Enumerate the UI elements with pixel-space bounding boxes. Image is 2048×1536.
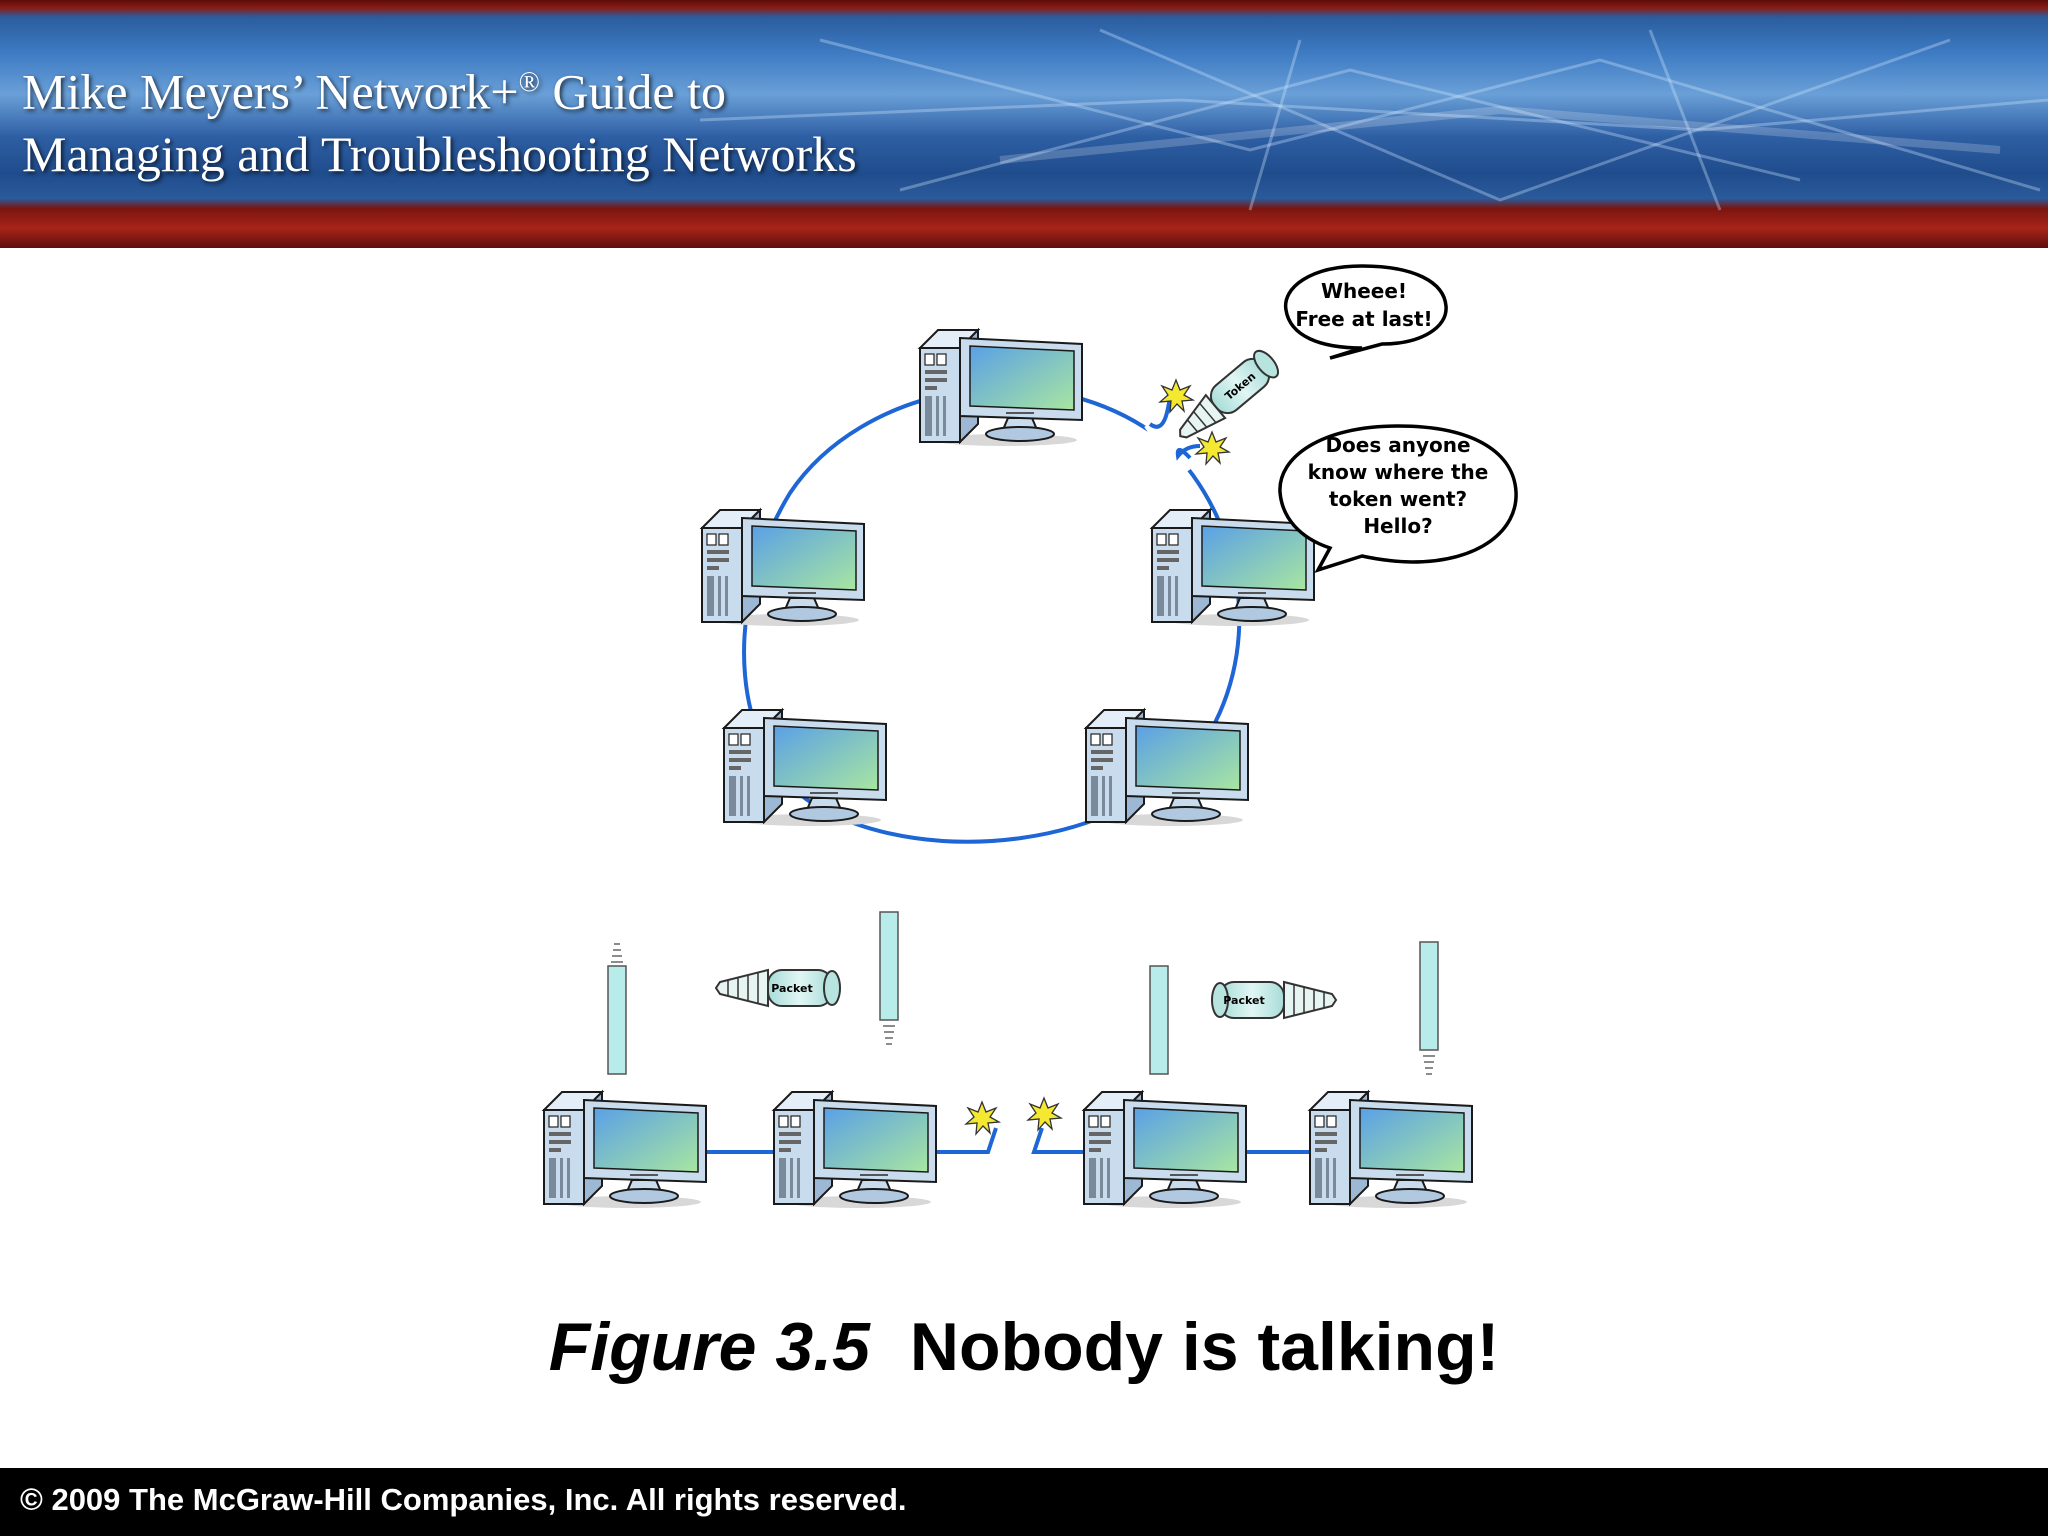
bubble-right-line: Hello? xyxy=(1363,514,1432,538)
computer-icon xyxy=(1151,509,1315,627)
header-title: Mike Meyers’ Network+® Guide to Managing… xyxy=(22,52,857,185)
broken-cable-end-right xyxy=(1175,444,1201,461)
computer-icon xyxy=(1085,709,1249,827)
computer-icon xyxy=(543,1091,707,1209)
bubble-top-line: Free at last! xyxy=(1295,307,1432,331)
signal-bar xyxy=(1149,965,1169,1075)
bubble-right-line: know where the xyxy=(1308,460,1489,484)
header-line1: Mike Meyers’ Network+ xyxy=(22,63,519,120)
bubble-right-line: Does anyone xyxy=(1325,433,1470,457)
bus-cable-broken-end xyxy=(930,1127,998,1154)
ring-cable-break-mask xyxy=(1144,418,1191,478)
spark-icon xyxy=(1027,1097,1062,1131)
computer-icon xyxy=(1083,1091,1247,1209)
header-line2: Managing and Troubleshooting Networks xyxy=(22,125,857,182)
signal-lines xyxy=(611,943,623,963)
header-line1-end: Guide to xyxy=(539,63,726,120)
speech-bubble-right: Does anyone know where the token went? H… xyxy=(1278,424,1518,573)
token-icon: Token xyxy=(1179,349,1280,439)
bus-cable-broken-end xyxy=(1031,1127,1100,1154)
packet-icon xyxy=(1211,981,1337,1019)
signal-bar xyxy=(1419,941,1439,1051)
registered-mark: ® xyxy=(518,67,540,98)
signal-bar xyxy=(607,965,627,1075)
computer-icon xyxy=(1309,1091,1473,1209)
token-ring: Token Wheee! Free at last! Does anyone k… xyxy=(701,264,1518,844)
signal-lines xyxy=(883,1025,895,1045)
packet-label: Packet xyxy=(1223,994,1264,1007)
copyright-text: © 2009 The McGraw-Hill Companies, Inc. A… xyxy=(20,1482,907,1517)
packet-icon: Packet xyxy=(715,969,841,1007)
figure-title: Nobody is talking! xyxy=(909,1309,1500,1385)
figure-number: Figure 3.5 xyxy=(548,1309,870,1385)
computer-icon xyxy=(723,709,887,827)
broken-bus: Packet Packet xyxy=(543,911,1473,1209)
computer-icon xyxy=(701,509,865,627)
header-background xyxy=(699,28,2048,211)
speech-bubble-top: Wheee! Free at last! xyxy=(1283,264,1448,360)
spark-icon xyxy=(1159,379,1194,413)
signal-lines xyxy=(1423,1055,1435,1075)
broken-cable-end-left xyxy=(1148,397,1172,429)
figure-caption: Figure 3.5 Nobody is talking! xyxy=(0,1308,2048,1386)
signal-bar xyxy=(879,911,899,1021)
bubble-right-line: token went? xyxy=(1329,487,1467,511)
bubble-top-line: Wheee! xyxy=(1321,279,1407,303)
network-diagram: Token Wheee! Free at last! Does anyone k… xyxy=(543,264,1518,1209)
computer-icon xyxy=(773,1091,937,1209)
slide-header: Mike Meyers’ Network+® Guide to Managing… xyxy=(0,0,2048,248)
spark-icon xyxy=(1195,431,1230,465)
packet-label: Packet xyxy=(771,982,812,995)
slide-footer: © 2009 The McGraw-Hill Companies, Inc. A… xyxy=(0,1468,2048,1536)
computer-icon xyxy=(919,329,1083,447)
